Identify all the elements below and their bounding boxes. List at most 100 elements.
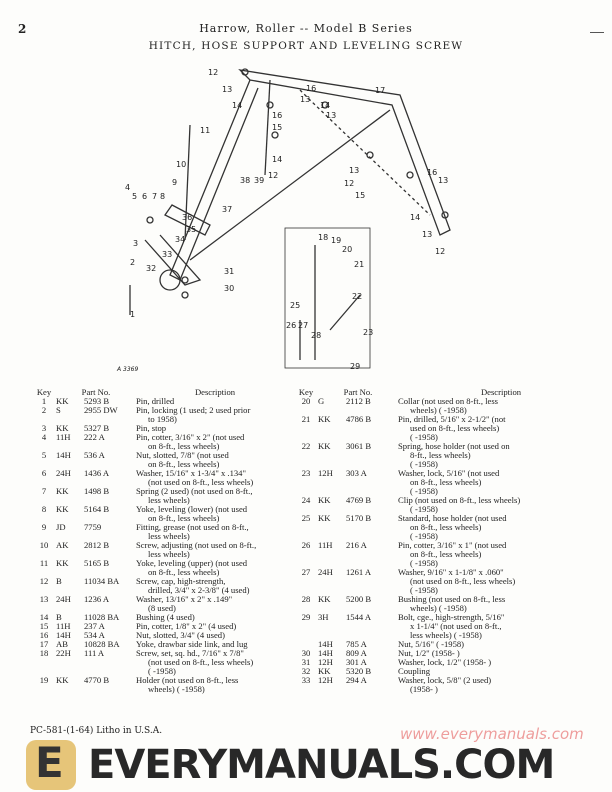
part-number: 785 A (346, 639, 367, 649)
part-description: Nut, 5/16" ( -1958) (398, 640, 604, 649)
description-line: Yoke, leveling (lower) (not used (136, 504, 248, 514)
part-prefix: KK (56, 396, 69, 406)
part-description: Nut, slotted, 3/4" (4 used) (136, 631, 294, 640)
description-line: ( -1958) (410, 459, 438, 469)
part-prefix: 14H (56, 630, 71, 640)
part-key: 22 (301, 441, 311, 451)
part-prefix: KK (56, 675, 69, 685)
part-number: 536 A (84, 450, 105, 460)
part-description: Washer, 13/16" x 2" x .149"(8 used) (136, 595, 294, 613)
part-number: 1436 A (84, 468, 110, 478)
part-key: 27 (301, 567, 311, 577)
description-line: Coupling (398, 666, 430, 676)
part-number: 809 A (346, 648, 367, 658)
description-line: Washer, 13/16" x 2" x .149" (136, 594, 233, 604)
part-prefix: 12H (318, 657, 333, 667)
part-description: Bushing (4 used) (136, 613, 294, 622)
part-description: Yoke, drawbar side link, and lug (136, 640, 294, 649)
description-line: Washer, lock, 5/8" (2 used) (398, 675, 492, 685)
description-line: Standard, hose holder (not used (398, 513, 507, 523)
part-description: Nut, 1/2" (1958- ) (398, 649, 604, 658)
callout-label: 4 (125, 183, 131, 192)
part-prefix: KK (318, 594, 331, 604)
callout-label: 5 (132, 192, 138, 201)
callout-label: 13 (438, 176, 449, 185)
description-line: Nut, 5/16" ( -1958) (398, 639, 465, 649)
callout-label: 27 (298, 321, 309, 330)
leveling-yoke (164, 204, 211, 236)
description-line: on 8-ft., less wheels) (410, 549, 482, 559)
callout-label: 33 (162, 250, 173, 259)
description-line: (8 used) (148, 603, 176, 613)
callout-label: 15 (355, 191, 366, 200)
part-number: 7759 (84, 522, 102, 532)
part-key: 11 (39, 558, 49, 568)
callout-label: 22 (352, 292, 363, 301)
callout-label: 39 (254, 176, 265, 185)
callout-label: 38 (240, 176, 251, 185)
part-number: 4769 B (346, 495, 372, 505)
part-number: 301 A (346, 657, 367, 667)
description-line: Bushing (not used on 8-ft., less (398, 594, 506, 604)
callout-label: 1 (130, 310, 136, 319)
description-line: less wheels) (148, 495, 190, 505)
callout-label: 31 (224, 267, 235, 276)
description-line: (not used on 8-ft., less wheels) (410, 576, 516, 586)
part-key: 25 (301, 513, 311, 523)
description-line: to 1958) (148, 414, 177, 424)
callout-label: 7 (152, 192, 158, 201)
part-description: Washer, lock, 1/2" (1958- ) (398, 658, 604, 667)
part-prefix: KK (56, 504, 69, 514)
part-description: Screw, cap, high-strength,drilled, 3/4" … (136, 577, 294, 595)
part-prefix: KK (318, 513, 331, 523)
part-number: 216 A (346, 540, 367, 550)
description-line: Screw, adjusting (not used on 8-ft., (136, 540, 257, 550)
description-header: Description (480, 387, 522, 397)
part-number: 10828 BA (84, 639, 120, 649)
description-line: ( -1958) (410, 486, 438, 496)
part-number: 534 A (84, 630, 105, 640)
callout-label: 29 (350, 362, 361, 371)
part-key: 24 (301, 495, 311, 505)
description-line: on 8-ft., less wheels) (148, 513, 220, 523)
part-description: Pin, drilled (136, 397, 294, 406)
part-key: 30 (301, 648, 311, 658)
part-number: 1261 A (346, 567, 372, 577)
description-line: ( -1958) (410, 504, 438, 514)
callout-label: 11 (200, 126, 211, 135)
callout-label: 35 (186, 225, 197, 234)
part-prefix: B (56, 612, 62, 622)
callout-label: 3 (133, 239, 139, 248)
part-number: 2112 B (346, 396, 371, 406)
part-number: 5164 B (84, 504, 110, 514)
callout-label: 30 (224, 284, 235, 293)
description-line: on 8-ft., less wheels) (410, 477, 482, 487)
part-prefix: JD (56, 522, 66, 532)
callout-label: 12 (208, 68, 219, 77)
part-prefix: S (56, 405, 61, 415)
callout-label: 10 (176, 160, 187, 169)
callout-label: 14 (272, 155, 283, 164)
part-key: 26 (301, 540, 311, 550)
watermark-text: EVERYMANUALS.COM (88, 742, 555, 788)
description-line: drilled, 3/4" x 2-3/8" (4 used) (148, 585, 250, 595)
part-key: 2 (41, 405, 47, 415)
part-key: 14 (39, 612, 49, 622)
description-line: ( -1958) (410, 585, 438, 595)
part-prefix: KK (56, 423, 69, 433)
